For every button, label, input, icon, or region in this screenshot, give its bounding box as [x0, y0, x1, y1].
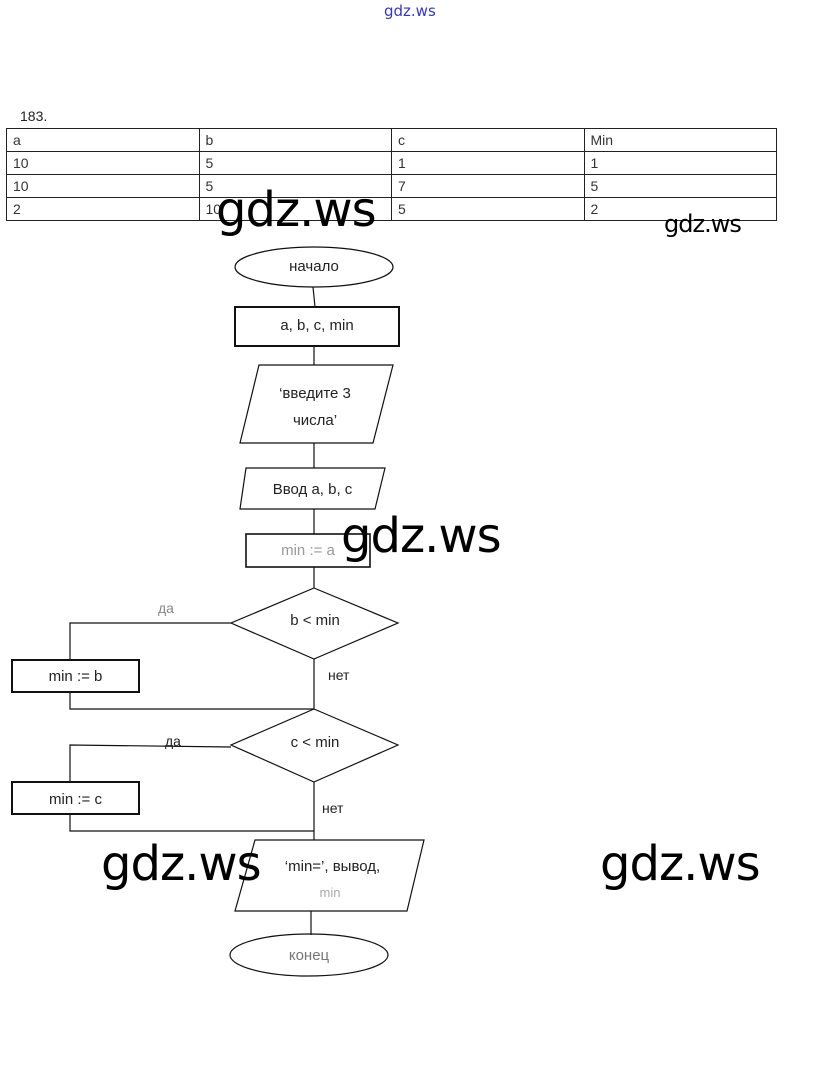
assign2-label: min := c — [49, 791, 102, 808]
table-cell: 10 — [198, 197, 392, 221]
end-label: конец — [288, 947, 330, 964]
table-cell: 2 — [583, 197, 777, 221]
table-cell: 5 — [391, 197, 585, 221]
watermark: gdz.ws — [341, 508, 502, 564]
table-row: 2 10 5 2 — [6, 197, 777, 221]
header-cell: b — [198, 128, 392, 152]
cond2-no-label: нет — [322, 800, 344, 816]
merge1-line — [69, 692, 314, 710]
output-label-line2: min — [319, 885, 341, 900]
table-cell: 2 — [6, 197, 200, 221]
assign1-label: min := b — [48, 668, 103, 685]
task-number: 183. — [20, 108, 48, 124]
watermark: gdz.ws — [664, 210, 742, 238]
prompt-label-line2: числа’ — [292, 412, 338, 429]
table-cell: 10 — [6, 174, 200, 198]
assign2-box — [11, 781, 140, 815]
yes1-line — [69, 622, 231, 660]
input-parallelogram — [239, 467, 386, 510]
yes2-line — [69, 744, 232, 782]
table-cell: 7 — [391, 174, 585, 198]
init-label: min := a — [281, 542, 335, 559]
output-label-line1: ‘min=’, вывод, — [284, 858, 381, 875]
end-oval — [229, 933, 389, 977]
start-oval — [234, 246, 394, 288]
cond1-no-label: нет — [328, 667, 350, 683]
connector — [312, 286, 316, 308]
table-cell: 10 — [6, 151, 200, 175]
input-label: Ввод a, b, c — [272, 481, 353, 498]
values-table: a b c Min 10 5 1 1 10 5 7 5 2 10 5 2 — [6, 128, 777, 221]
watermark: gdz.ws — [101, 836, 262, 892]
start-label: начало — [289, 258, 339, 275]
watermark-top: gdz.ws — [384, 2, 436, 20]
merge2-line — [69, 814, 314, 832]
table-row: 10 5 7 5 — [6, 174, 777, 198]
prompt-label-line1: ‘введите 3 — [279, 385, 351, 402]
cond2-label: c < min — [290, 734, 340, 751]
declare-box — [234, 306, 400, 347]
watermark: gdz.ws — [600, 836, 761, 892]
cond1-label: b < min — [290, 612, 340, 629]
output-parallelogram — [234, 839, 425, 912]
cond2-yes-label: да — [165, 733, 181, 749]
assign1-box — [11, 659, 140, 693]
declare-label: a, b, c, min — [280, 317, 354, 334]
watermark: gdz.ws — [216, 182, 377, 238]
init-box — [245, 533, 371, 568]
prompt-parallelogram — [239, 364, 394, 444]
table-cell: 5 — [198, 174, 392, 198]
cond1-yes-label: да — [158, 600, 174, 616]
